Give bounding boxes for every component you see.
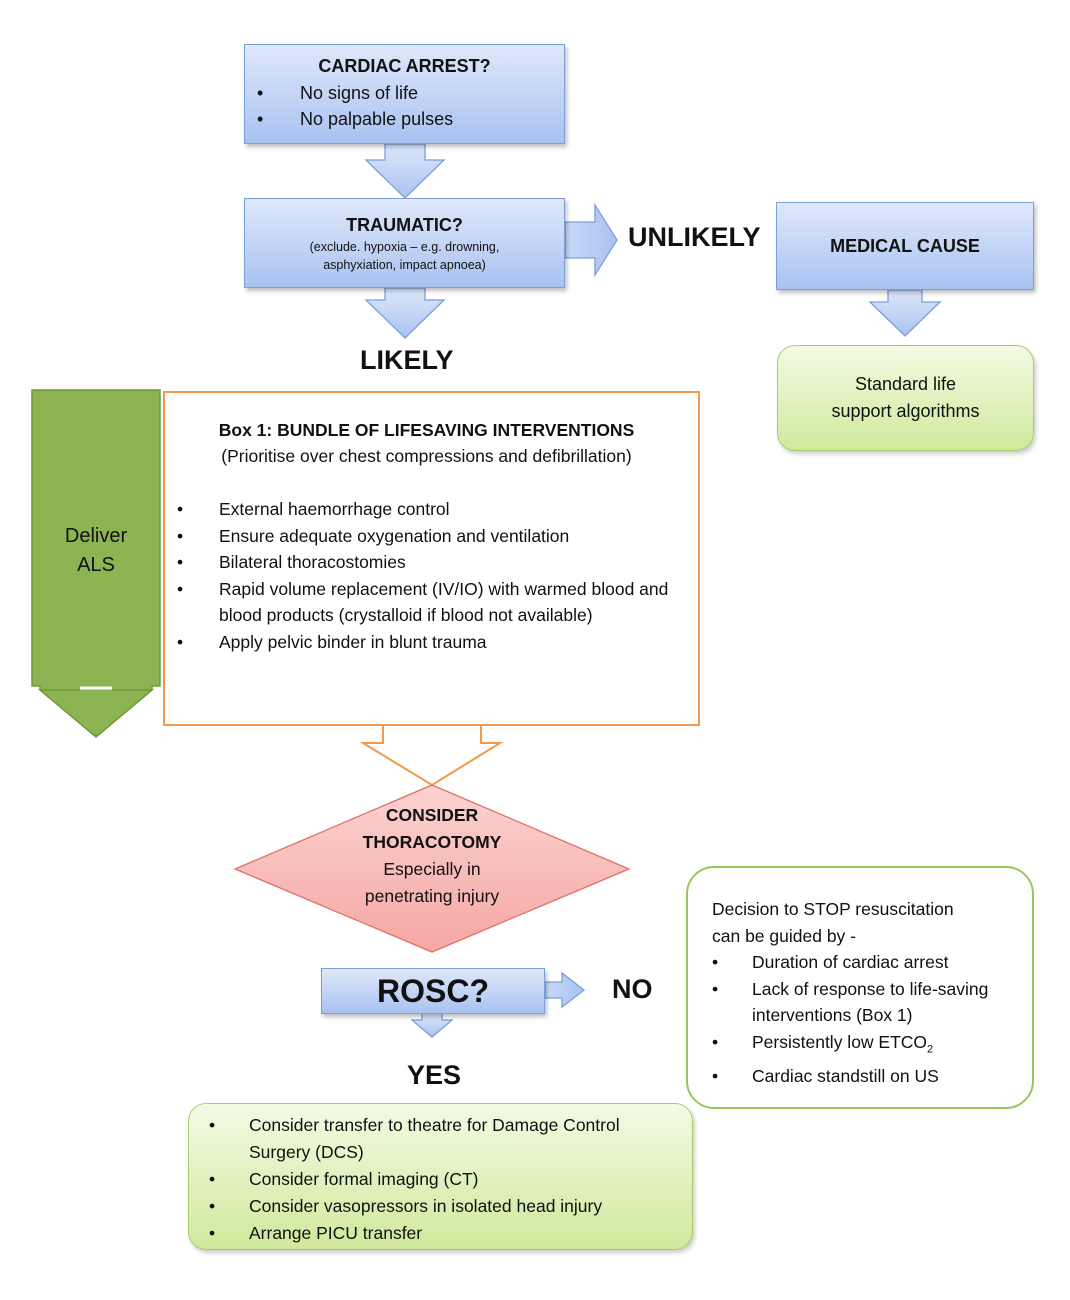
box1-item: •Bilateral thoracostomies <box>177 552 406 572</box>
rosc-title: ROSC? <box>377 973 489 1009</box>
stop-resuscitation-box: Decision to STOP resuscitation can be gu… <box>686 866 1034 1109</box>
box1-item: •Ensure adequate oxygenation and ventila… <box>177 525 570 546</box>
yes-action-item: •Consider formal imaging (CT) <box>209 1169 479 1189</box>
rosc-box: ROSC? <box>321 968 545 1014</box>
cardiac-arrest-criteria: •No signs of life •No palpable pulses <box>257 80 564 132</box>
standard-life-support-box: Standard life support algorithms <box>777 345 1034 451</box>
deliver-als-arrow <box>31 389 161 738</box>
deliver-als-label: Deliver ALS <box>64 525 128 576</box>
arrow-down-traumatic-to-likely <box>364 287 446 339</box>
stop-criterion: •Duration of cardiac arrest <box>712 952 949 972</box>
no-label: NO <box>612 974 653 1004</box>
standard-support-line2: support algorithms <box>831 401 980 421</box>
stop-intro-line1: Decision to STOP resuscitation <box>712 899 954 919</box>
box1-subtitle: (Prioritise over chest compressions and … <box>221 446 632 466</box>
traumatic-subtitle-line1: (exclude. hypoxia – e.g. drowning, <box>309 240 500 254</box>
stop-criterion: •Cardiac standstill on US <box>712 1065 939 1086</box>
standard-support-line1: Standard life <box>854 374 957 394</box>
stop-criterion: •Persistently low ETCO2 <box>712 1031 934 1056</box>
medical-cause-box: MEDICAL CAUSE <box>776 202 1034 290</box>
arrow-down-cardiac-to-traumatic <box>364 143 446 199</box>
box1-item: •Apply pelvic binder in blunt trauma <box>177 631 487 652</box>
yes-action-item: •Arrange PICU transfer <box>209 1223 423 1243</box>
yes-action-item: •Consider transfer to theatre for Damage… <box>209 1115 620 1162</box>
stop-intro-line2: can be guided by - <box>712 925 856 946</box>
arrow-down-rosc-to-yes <box>410 1012 454 1038</box>
box1-item: •External haemorrhage control <box>177 499 450 519</box>
yes-actions-list: •Consider transfer to theatre for Damage… <box>209 1112 680 1247</box>
arrow-right-traumatic-to-unlikely <box>564 202 618 278</box>
criterion-item: •No palpable pulses <box>257 109 454 129</box>
cardiac-arrest-title: CARDIAC ARREST? <box>318 56 491 76</box>
criterion-item: •No signs of life <box>257 83 419 103</box>
yes-label: YES <box>407 1060 462 1090</box>
stop-criterion: •Lack of response to life-saving interve… <box>712 978 989 1026</box>
arrow-down-medical-to-standard <box>868 289 942 337</box>
medical-cause-title: MEDICAL CAUSE <box>830 236 980 256</box>
traumatic-subtitle-line2: asphyxiation, impact apnoea) <box>323 258 486 272</box>
box1-list: •External haemorrhage control •Ensure ad… <box>177 496 698 655</box>
thoracotomy-diamond <box>233 784 631 953</box>
stop-criteria-list: •Duration of cardiac arrest •Lack of res… <box>712 949 1022 1089</box>
traumatic-box: TRAUMATIC? (exclude. hypoxia – e.g. drow… <box>244 198 565 288</box>
box1-lifesaving-interventions: Box 1: BUNDLE OF LIFESAVING INTERVENTION… <box>163 391 700 726</box>
cardiac-arrest-box: CARDIAC ARREST? •No signs of life •No pa… <box>244 44 565 144</box>
yes-action-item: •Consider vasopressors in isolated head … <box>209 1196 603 1216</box>
arrow-right-rosc-to-no <box>544 971 586 1009</box>
unlikely-label: UNLIKELY <box>628 222 761 252</box>
arrow-box1-to-thoracotomy <box>359 725 504 787</box>
box1-item: •Rapid volume replacement (IV/IO) with w… <box>177 578 669 626</box>
likely-label: LIKELY <box>360 345 454 375</box>
traumatic-title: TRAUMATIC? <box>346 215 463 235</box>
rosc-yes-actions-box: •Consider transfer to theatre for Damage… <box>188 1103 693 1250</box>
thoracotomy-text: CONSIDER THORACOTOMY Especially in penet… <box>362 805 502 906</box>
box1-title: Box 1: BUNDLE OF LIFESAVING INTERVENTION… <box>218 420 635 440</box>
